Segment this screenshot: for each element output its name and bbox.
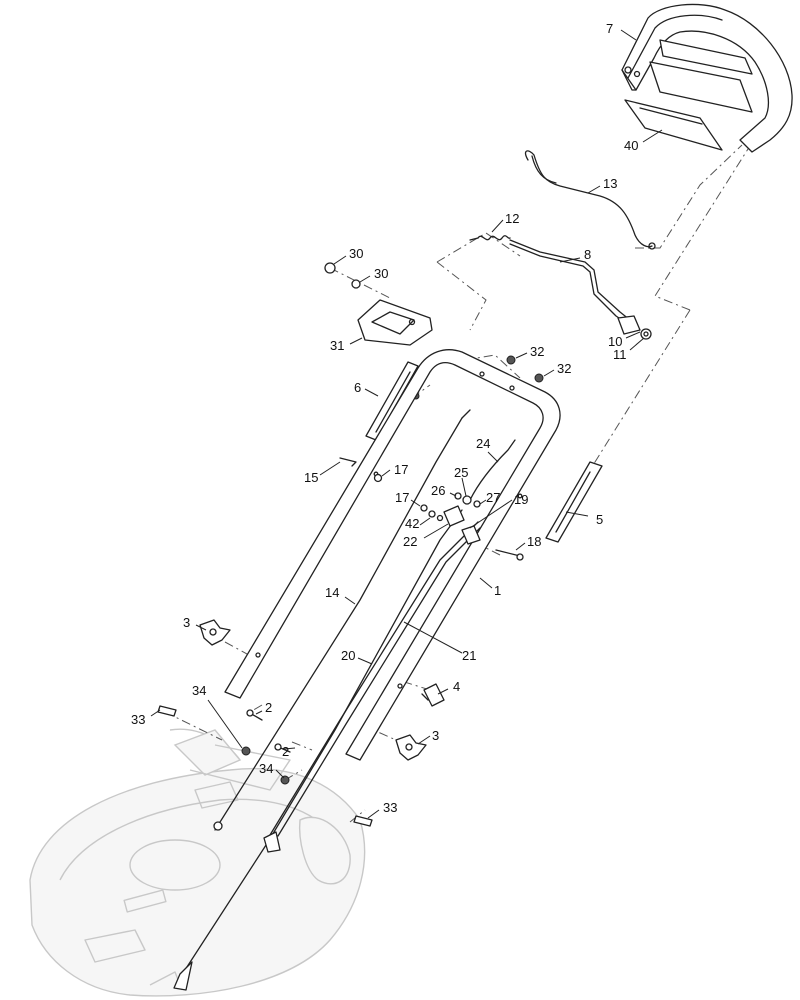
nut-17-upper: [373, 473, 383, 483]
callout-34-lower: 34: [259, 761, 273, 776]
callout-6: 6: [354, 380, 361, 395]
callout-7: 7: [606, 21, 613, 36]
callout-10: 10: [608, 334, 622, 349]
pin-33-right: [353, 815, 373, 827]
right-cord-guide: [545, 461, 603, 543]
bolt-2-upper: [246, 709, 263, 721]
control-cluster: [428, 492, 481, 545]
callout-24: 24: [476, 436, 490, 451]
callout-21: 21: [462, 648, 476, 663]
spring: [469, 235, 511, 241]
callout-30-lower: 30: [374, 266, 388, 281]
callout-27: 27: [486, 490, 500, 505]
callout-34-upper: 34: [192, 683, 206, 698]
bracket: [357, 299, 433, 346]
nut-17-lower: [420, 504, 428, 512]
callout-17-lower: 17: [395, 490, 409, 505]
callout-15: 15: [304, 470, 318, 485]
callout-12: 12: [505, 211, 519, 226]
callout-14: 14: [325, 585, 339, 600]
nut-32-lower: [534, 373, 544, 383]
upper-handle-grip: [621, 3, 793, 153]
bolt-18: [495, 549, 524, 561]
callout-30-upper: 30: [349, 246, 363, 261]
knob-30-lower: [351, 279, 361, 289]
callout-4: 4: [453, 679, 460, 694]
callout-2-lower: 2: [282, 744, 289, 759]
callout-42: 42: [405, 516, 419, 531]
callout-25: 25: [454, 465, 468, 480]
callout-33-left: 33: [131, 712, 145, 727]
callout-26: 26: [431, 483, 445, 498]
callout-19: 19: [514, 492, 528, 507]
callout-22: 22: [403, 534, 417, 549]
callout-32-upper: 32: [530, 344, 544, 359]
callout-40: 40: [624, 138, 638, 153]
nut-34-lower: [280, 775, 290, 785]
callout-18: 18: [527, 534, 541, 549]
callout-20: 20: [341, 648, 355, 663]
lower-handle: [224, 349, 561, 761]
left-control-cable: [213, 409, 471, 831]
pin-33-left: [157, 705, 177, 717]
callout-3-right: 3: [432, 728, 439, 743]
callout-labels: 7 40 13 12 8 10 11 30 30 31 32 32 6 24 1…: [131, 21, 638, 815]
rod-end-fitting: [617, 315, 652, 340]
knob-30-upper: [324, 262, 336, 274]
bail-rod: [524, 150, 656, 250]
center-cable: [173, 509, 463, 991]
callout-5: 5: [596, 512, 603, 527]
handle-knob-left: [199, 619, 231, 646]
callout-11: 11: [613, 347, 627, 362]
callout-17-upper: 17: [394, 462, 408, 477]
callout-32-lower: 32: [557, 361, 571, 376]
right-cable: [263, 521, 481, 853]
callout-13: 13: [603, 176, 617, 191]
mower-deck: [29, 728, 366, 997]
nut-32-upper: [506, 355, 516, 365]
callout-31: 31: [330, 338, 344, 353]
clip: [339, 457, 357, 467]
leader-lines: [150, 29, 663, 819]
callout-2-upper: 2: [265, 700, 272, 715]
bolt-2-lower: [274, 743, 291, 753]
callout-8: 8: [584, 247, 591, 262]
callout-1: 1: [494, 583, 501, 598]
callout-3-left: 3: [183, 615, 190, 630]
nut-34-upper: [241, 746, 251, 756]
throttle-cable: [469, 439, 516, 501]
pivot-stud: [421, 683, 445, 707]
bail-insert: [624, 99, 723, 151]
handle-knob-right: [395, 734, 427, 761]
control-rod: [509, 239, 631, 325]
callout-33-right: 33: [383, 800, 397, 815]
